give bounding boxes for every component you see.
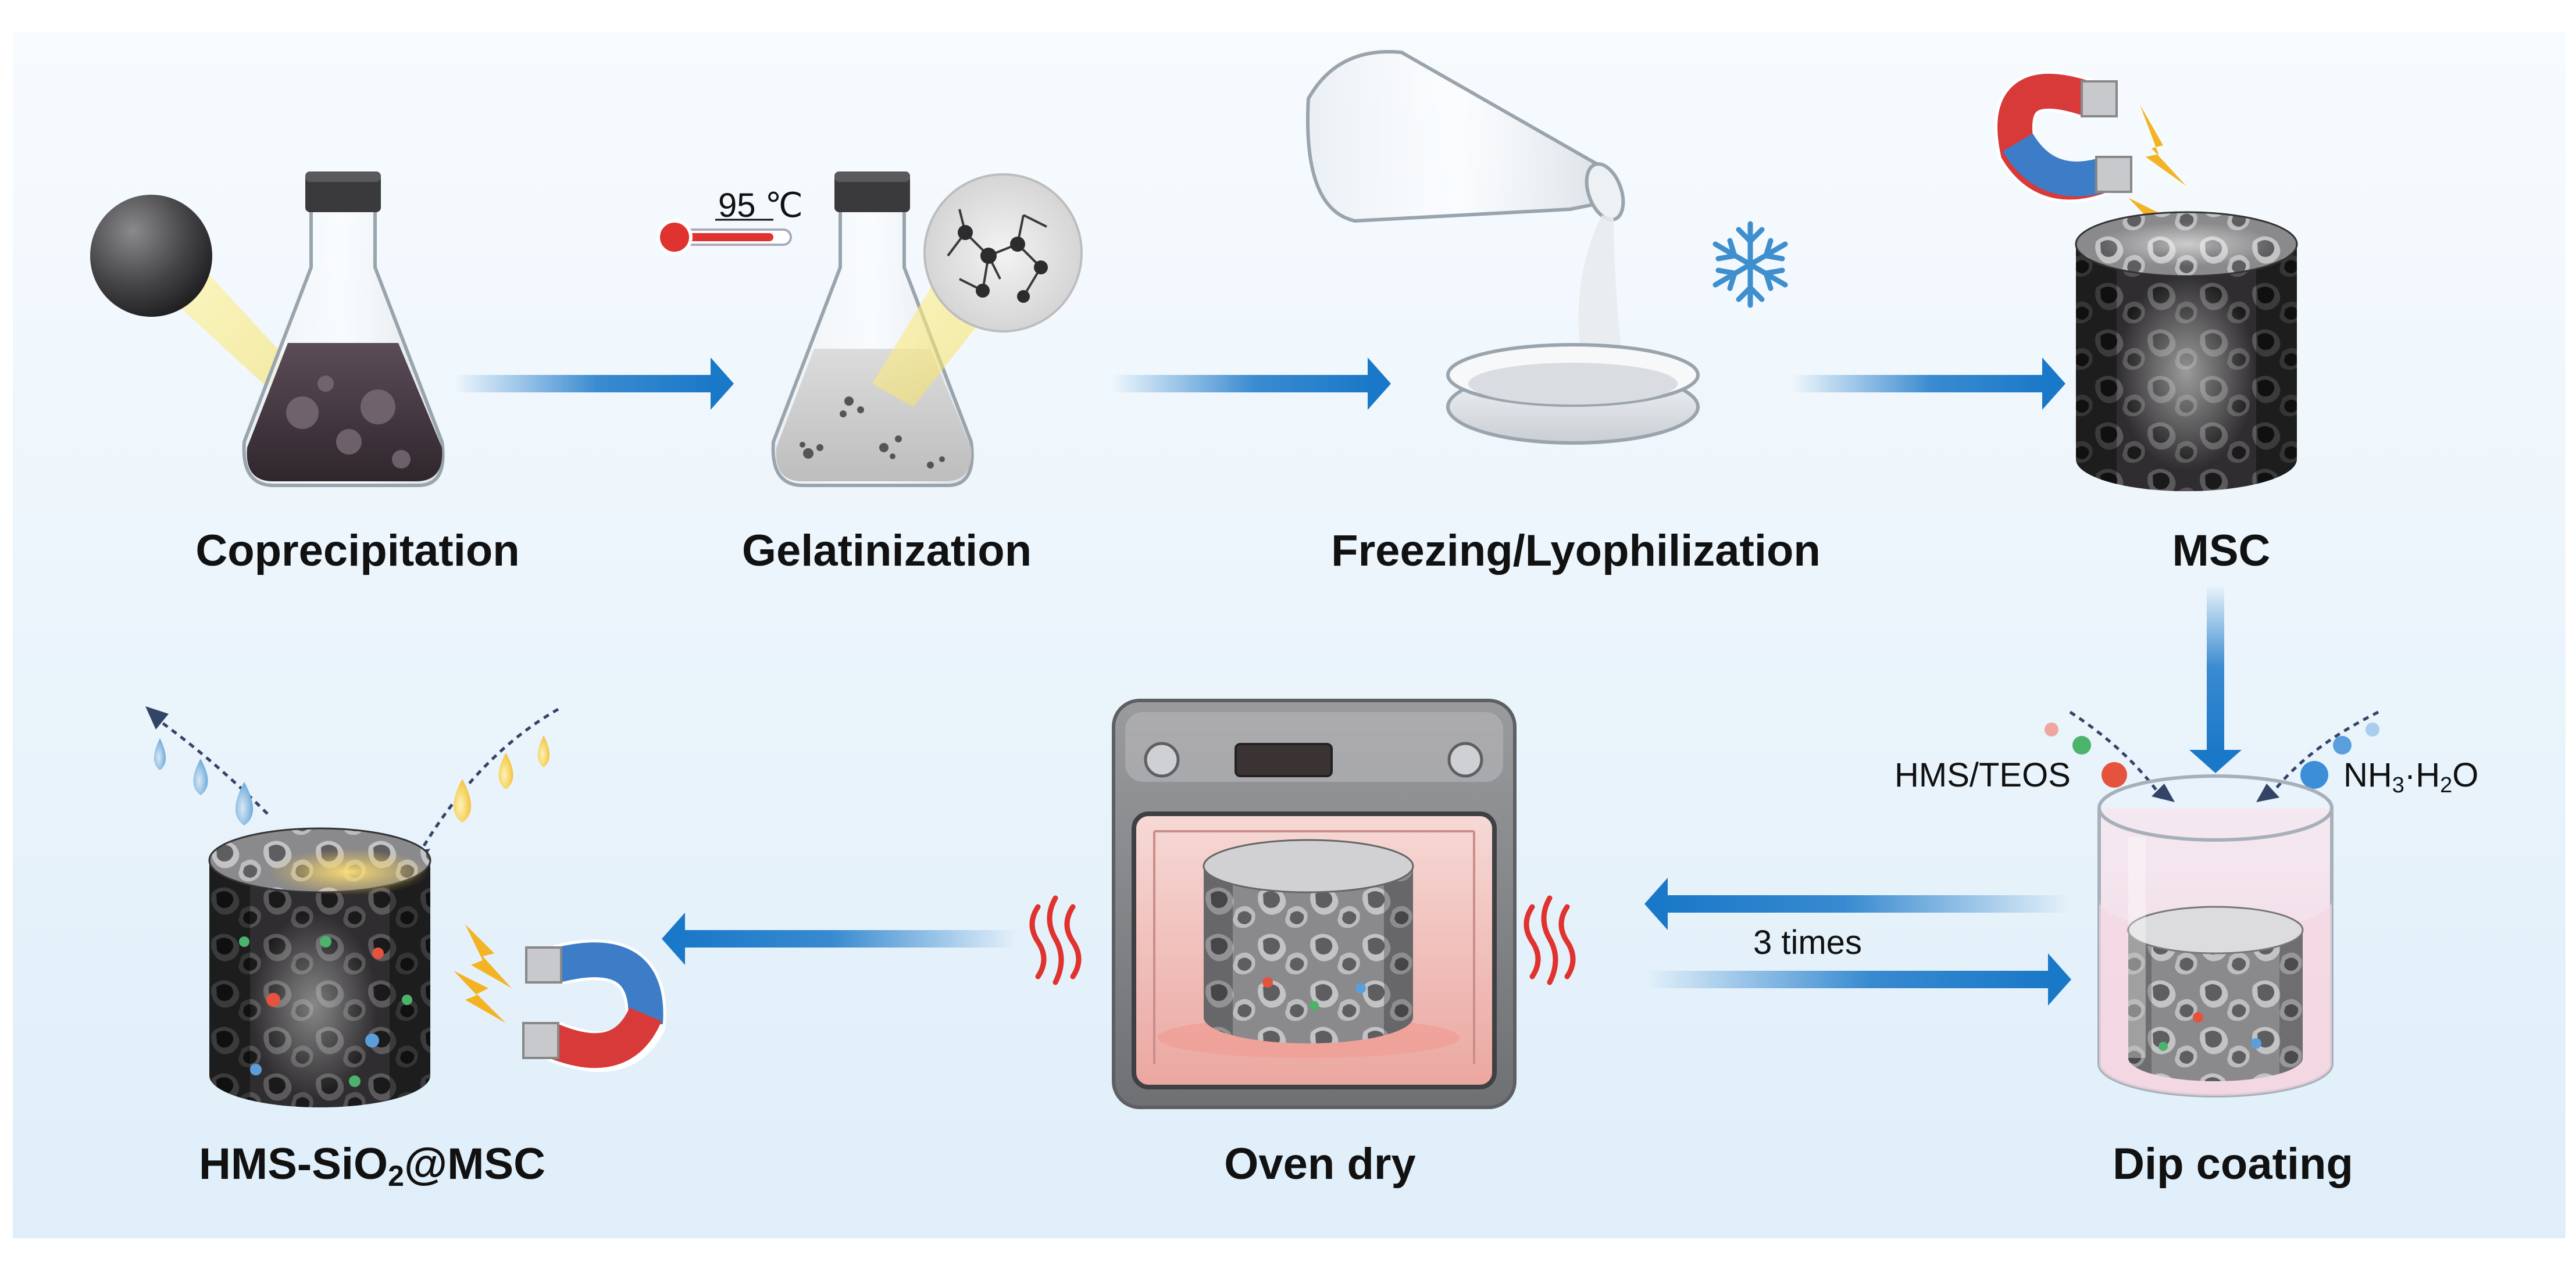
snowflake-icon <box>1712 221 1788 308</box>
msc-scaffold-cylinder <box>2075 211 2298 491</box>
ammonia-sub-a: 3 <box>2392 773 2404 798</box>
magnet-icon-top <box>1995 70 2186 256</box>
arrow-dip-coating-to-oven <box>1644 878 2070 930</box>
ammonia-part-c: O <box>2452 756 2479 794</box>
ammonia-part-a: NH <box>2343 756 2392 794</box>
temperature-label: 95 ℃ <box>718 187 803 224</box>
arrow-gelatinization-to-freezing <box>1111 357 1391 410</box>
arrow-msc-to-dip-coating <box>2189 584 2242 773</box>
step-label-msc: MSC <box>2172 526 2271 575</box>
reagent-label-ammonia: NH3·H2O <box>2343 756 2479 797</box>
reagent-label-hms-teos: HMS/TEOS <box>1894 756 2071 794</box>
pouring-flask <box>1306 50 1625 360</box>
magnet-icon-bottom <box>454 924 666 1072</box>
reagent-dots-right <box>2256 710 2379 802</box>
heat-waves-right <box>1524 895 1576 985</box>
coprecipitation-flask <box>174 171 445 487</box>
heat-waves-left <box>1029 895 1082 985</box>
arrow-oven-to-dip-coating <box>1646 953 2071 1006</box>
step-label-coprecipitation: Coprecipitation <box>195 526 520 575</box>
product-label-prefix: HMS-SiO <box>199 1139 388 1189</box>
repeat-label: 3 times <box>1753 924 1862 961</box>
product-scaffold-cylinder <box>208 827 431 1107</box>
step-label-oven-dry: Oven dry <box>1224 1139 1416 1189</box>
oven-sample-cylinder <box>1203 839 1414 1043</box>
arrow-freezing-to-msc <box>1791 357 2065 410</box>
water-droplets-out <box>145 706 269 825</box>
product-label-suffix: @MSC <box>404 1139 545 1189</box>
product-label-subscript: 2 <box>388 1160 404 1192</box>
step-label-dip-coating: Dip coating <box>2113 1139 2353 1189</box>
petri-dish <box>1446 343 1700 445</box>
step-label-gelatinization: Gelatinization <box>741 526 1032 575</box>
nanoparticle-sphere <box>90 195 212 317</box>
step-label-freezing-lyophilization: Freezing/Lyophilization <box>1331 526 1821 575</box>
step-label-product: HMS-SiO2@MSC <box>199 1139 545 1191</box>
zoom-network-circle <box>923 173 1083 333</box>
ammonia-part-b: ·H <box>2404 756 2441 794</box>
arrow-coprecipitation-to-gelatinization <box>454 357 734 410</box>
reagent-dots-left <box>2045 710 2175 802</box>
arrow-oven-to-product <box>662 913 1018 965</box>
ammonia-sub-b: 2 <box>2440 773 2453 798</box>
thermometer-icon <box>657 219 792 255</box>
dip-coating-beaker <box>2097 774 2334 1097</box>
